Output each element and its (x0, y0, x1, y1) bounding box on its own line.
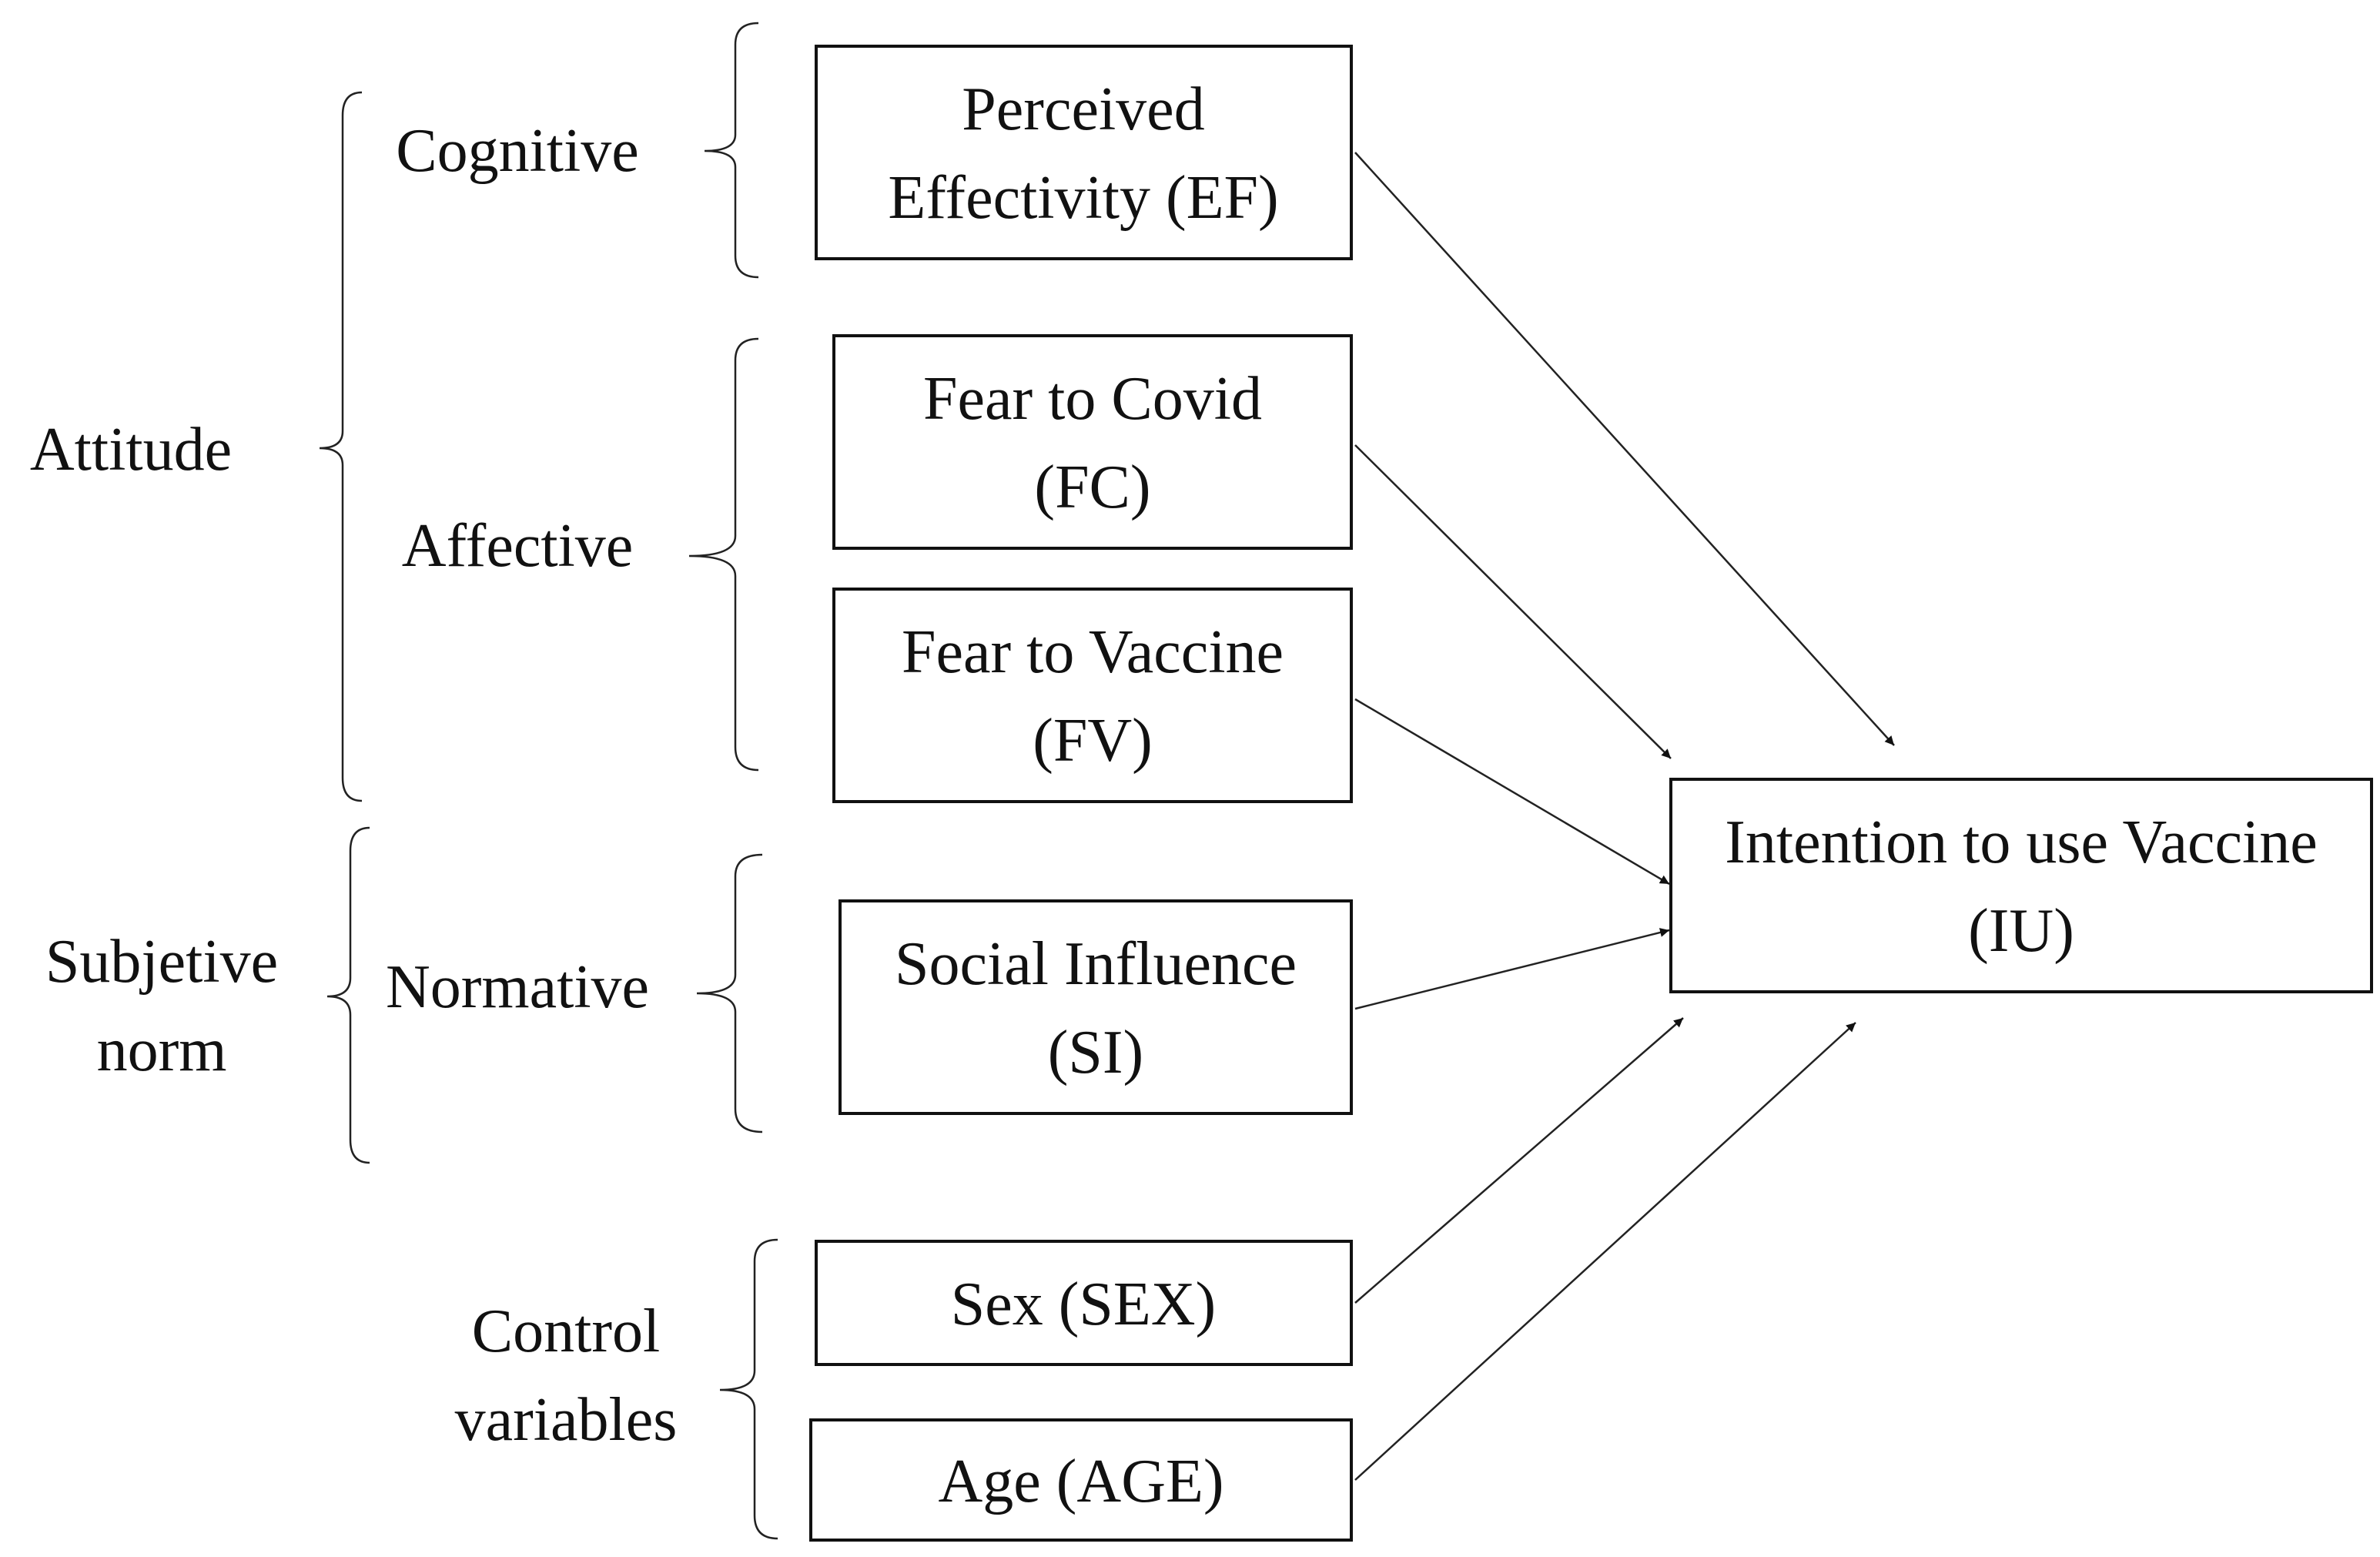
fc-box (832, 334, 1353, 550)
fv-box (832, 588, 1353, 803)
normative-label: Normative (386, 953, 649, 1021)
affective-brace (688, 337, 759, 772)
iu-label-line1: Intention to use Vaccine (1725, 809, 2317, 876)
si-box (839, 899, 1353, 1115)
iu-box (1669, 778, 2373, 993)
control-variables-brace (719, 1238, 778, 1540)
arrow-age-to-iu (1354, 1022, 1856, 1481)
subjective-norm-brace (326, 826, 370, 1164)
arrow-ef-to-iu (1354, 152, 1895, 746)
fc-label-line2: (FC) (1034, 454, 1150, 521)
subjective-norm-label-line1: Subjetive (45, 928, 278, 996)
sex-label: Sex (SEX) (951, 1271, 1216, 1338)
fv-label-line2: (FV) (1033, 707, 1153, 775)
arrow-sex-to-iu (1354, 1017, 1684, 1304)
attitude-brace (319, 91, 363, 802)
sex-box (815, 1240, 1353, 1366)
cognitive-label: Cognitive (396, 117, 639, 185)
age-label: Age (AGE) (939, 1448, 1224, 1515)
normative-brace (696, 853, 763, 1133)
control-variables-label-line1: Control (472, 1298, 660, 1365)
ef-label-line2: Effectivity (EF) (888, 164, 1278, 232)
affective-label: Affective (402, 512, 634, 580)
arrow-si-to-iu (1354, 928, 1670, 1010)
ef-label-line1: Perceived (962, 75, 1204, 143)
ef-box (815, 45, 1353, 260)
attitude-label: Attitude (30, 416, 232, 484)
age-box (809, 1418, 1353, 1542)
si-label-line1: Social Influence (895, 930, 1297, 998)
subjective-norm-label-line2: norm (97, 1016, 227, 1084)
fv-label-line1: Fear to Vaccine (902, 618, 1284, 686)
fc-label-line1: Fear to Covid (923, 365, 1262, 433)
control-variables-label-line2: variables (455, 1386, 678, 1454)
arrow-fc-to-iu (1354, 444, 1672, 759)
cognitive-brace (704, 22, 759, 279)
arrow-fv-to-iu (1354, 698, 1670, 886)
iu-label-line2: (IU) (1968, 897, 2074, 965)
si-label-line2: (SI) (1048, 1019, 1143, 1087)
